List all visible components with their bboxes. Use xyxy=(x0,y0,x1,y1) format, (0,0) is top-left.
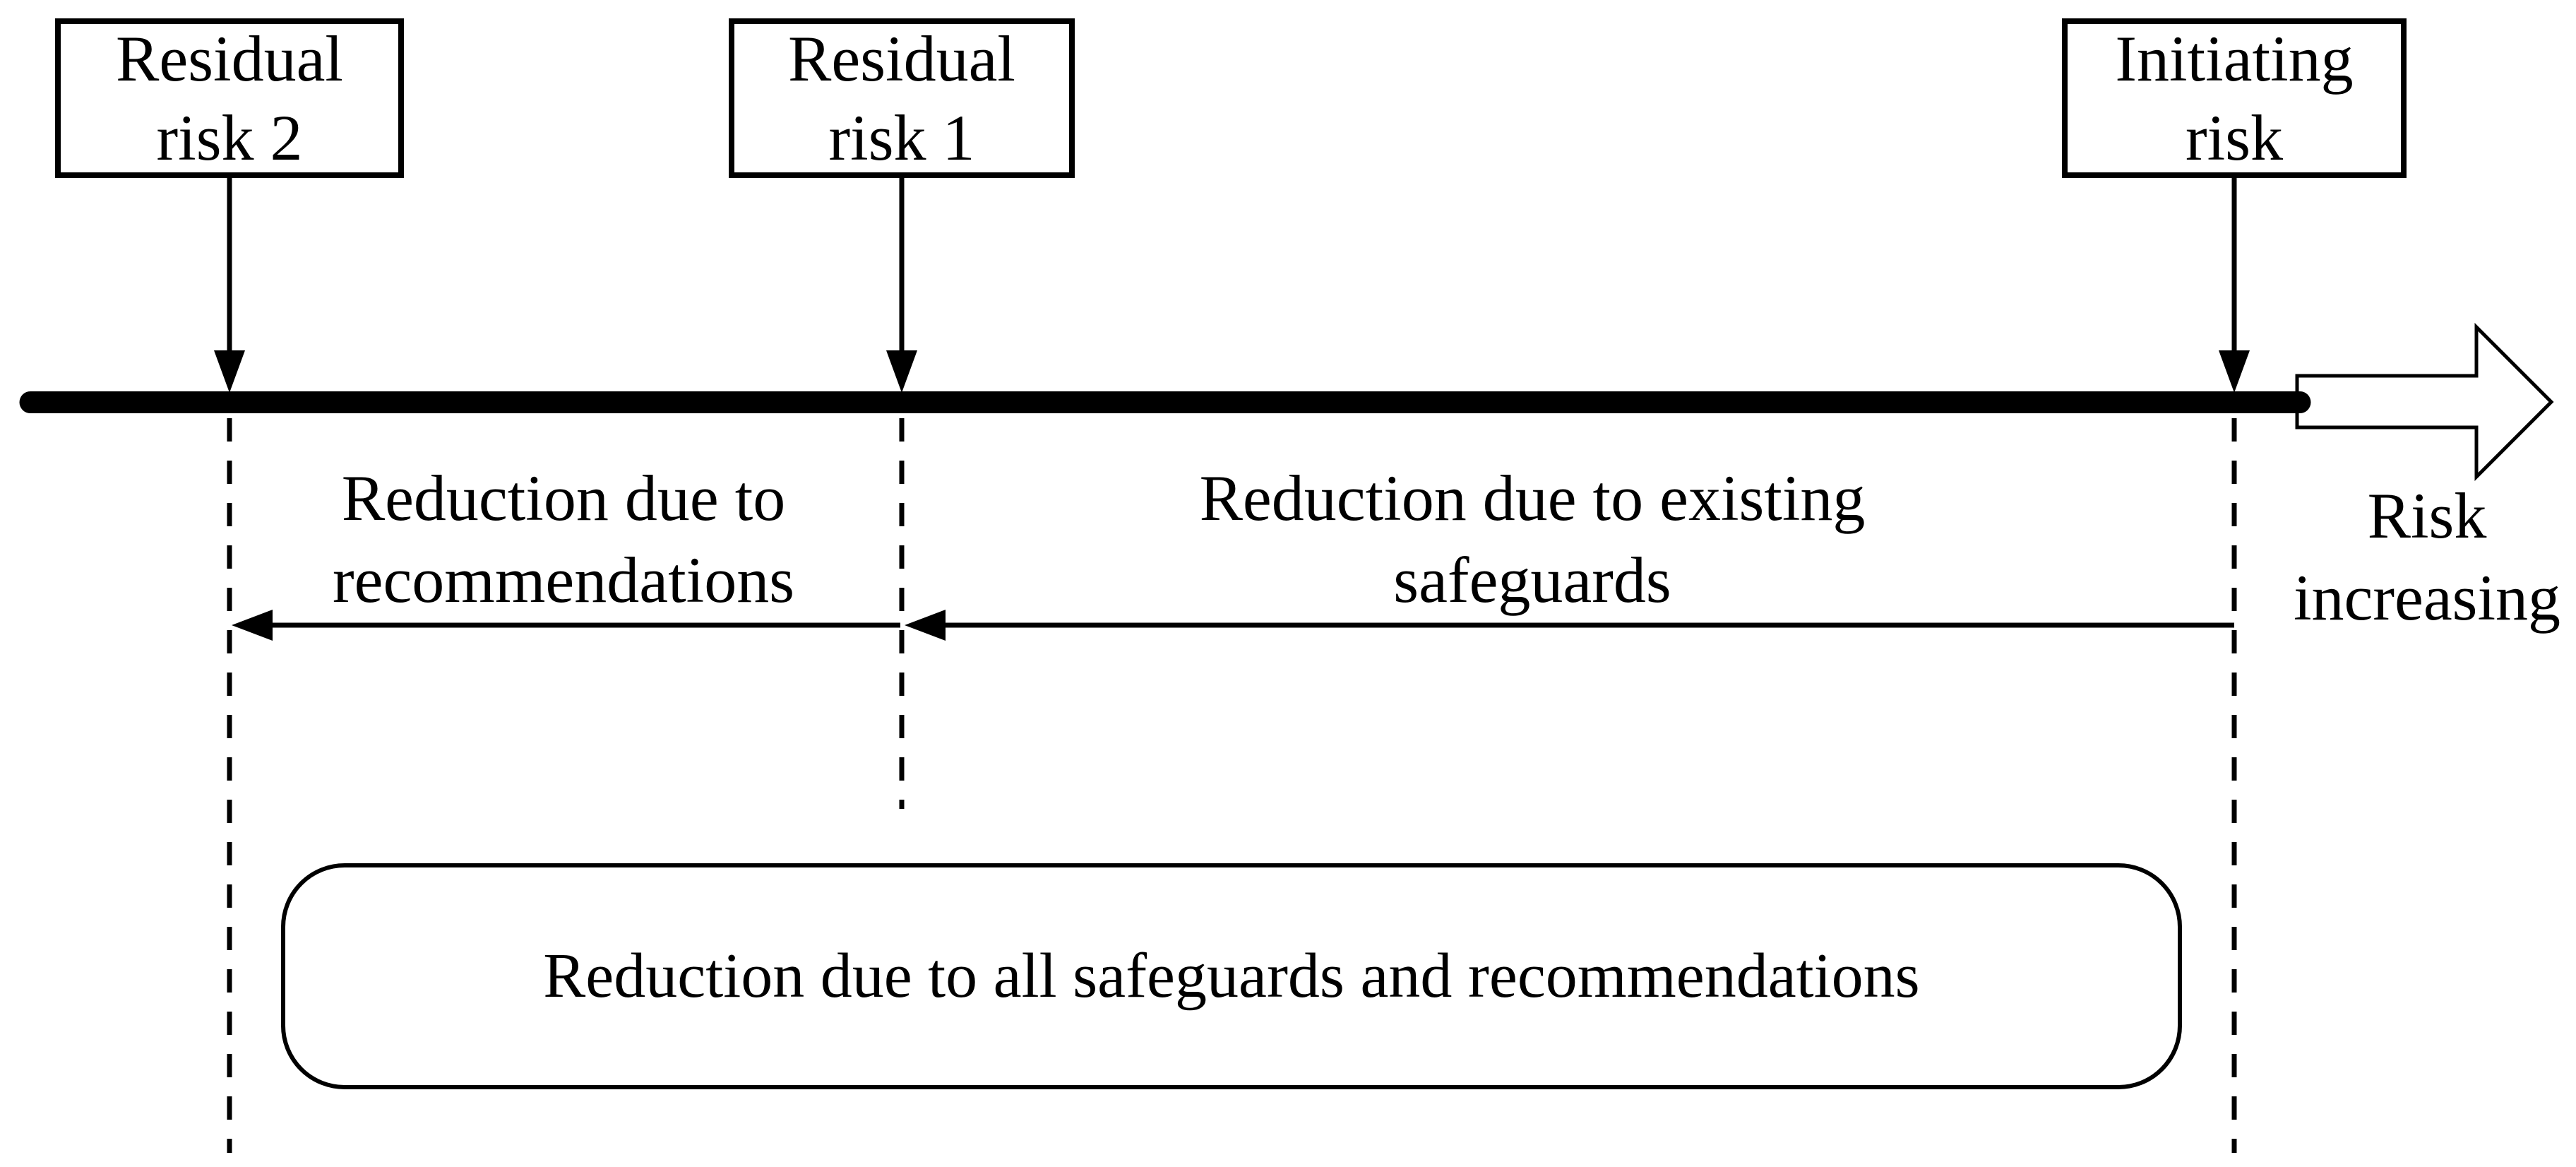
down-arrow-residual-2 xyxy=(214,178,245,393)
node-residual-risk-2-label: Residual risk 2 xyxy=(116,23,343,174)
label-reduction-recommendations: Reduction due to recommendations xyxy=(332,462,795,616)
node-initiating-risk: Initiating risk xyxy=(2062,18,2407,178)
node-residual-risk-1-label: Residual risk 1 xyxy=(788,23,1015,174)
down-arrow-residual-1 xyxy=(886,178,917,393)
down-arrow-initiating xyxy=(2219,178,2250,393)
label-risk-increasing: Risk increasing xyxy=(2293,480,2561,634)
node-residual-risk-2: Residual risk 2 xyxy=(55,18,404,178)
risk-increasing-block-arrow-icon xyxy=(2295,322,2554,482)
summary-box-reduction-all: Reduction due to all safeguards and reco… xyxy=(281,863,2182,1089)
label-reduction-existing-safeguards: Reduction due to existing safeguards xyxy=(1199,462,1866,616)
left-arrow-existing-safeguards xyxy=(905,610,2234,641)
summary-box-label: Reduction due to all safeguards and reco… xyxy=(543,941,1920,1011)
node-initiating-risk-label: Initiating risk xyxy=(2115,23,2354,174)
node-residual-risk-1: Residual risk 1 xyxy=(729,18,1075,178)
left-arrow-recommendations xyxy=(232,610,900,641)
